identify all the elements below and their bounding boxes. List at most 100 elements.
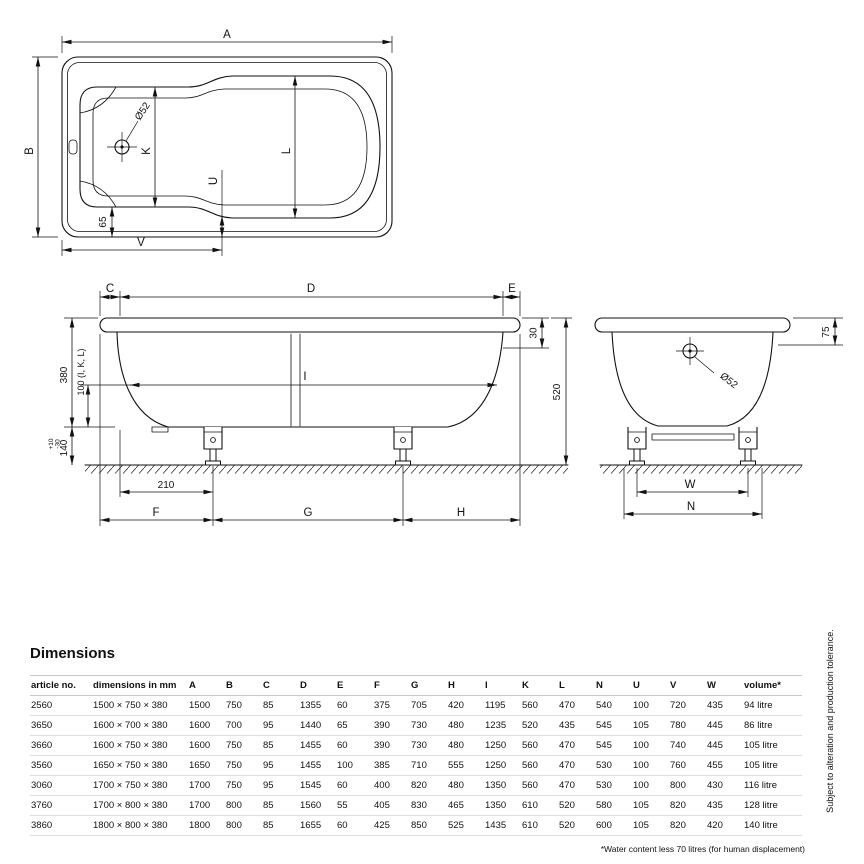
ground-hatch [85, 465, 568, 474]
table-cell: 420 [447, 695, 484, 716]
table-cell: 530 [595, 755, 632, 776]
ground-hatch-end [600, 465, 802, 474]
table-cell: 420 [706, 815, 743, 836]
table-cell: 105 litre [743, 755, 802, 776]
table-cell: 100 [336, 755, 373, 776]
table-cell: 560 [521, 695, 558, 716]
table-cell: 430 [706, 775, 743, 796]
table-cell: 375 [373, 695, 410, 716]
table-cell: 400 [373, 775, 410, 796]
tolerance-note: Subject to alteration and production tol… [825, 629, 835, 813]
table-cell: 60 [336, 815, 373, 836]
column-header-f: F [373, 675, 410, 696]
table-cell: 405 [373, 795, 410, 816]
table-cell: 465 [447, 795, 484, 816]
table-cell: 1350 [484, 795, 521, 816]
table-cell: 1700 × 800 × 380 [92, 795, 188, 816]
table-cell: 1500 [188, 695, 225, 716]
corner-scallop-top [79, 86, 117, 114]
tub-outer-outline [61, 56, 393, 238]
tolerance-minus-label: -30 [55, 439, 62, 449]
dim-d-label: D [307, 283, 315, 295]
table-cell: 55 [336, 795, 373, 816]
column-header-k: K [521, 675, 558, 696]
tub-body-profile [116, 331, 504, 428]
waste-outlet [151, 426, 169, 433]
table-cell: 750 [225, 775, 262, 796]
table-cell: 730 [410, 715, 447, 736]
table-cell: 1355 [299, 695, 336, 716]
table-cell: 3060 [30, 775, 92, 796]
column-header-n: N [595, 675, 632, 696]
table-cell: 1655 [299, 815, 336, 836]
table-cell: 435 [706, 795, 743, 816]
table-cell: 1195 [484, 695, 521, 716]
table-cell: 1600 [188, 735, 225, 756]
table-cell: 85 [262, 815, 299, 836]
table-cell: 1600 [188, 715, 225, 736]
table-cell: 600 [595, 815, 632, 836]
table-cell: 1700 [188, 775, 225, 796]
table-cell: 100 [632, 775, 669, 796]
table-cell: 610 [521, 815, 558, 836]
dim-520-label: 520 [552, 383, 563, 400]
table-cell: 445 [706, 735, 743, 756]
overflow-hole [68, 139, 78, 155]
table-cell: 435 [706, 695, 743, 716]
table-cell: 1600 × 700 × 380 [92, 715, 188, 736]
tolerance-plus-label: +10 [48, 438, 55, 449]
table-cell: 820 [410, 775, 447, 796]
tub-body-profile-end [611, 331, 774, 427]
table-cell: 545 [595, 735, 632, 756]
table-cell: 1350 [484, 775, 521, 796]
table-cell: 60 [336, 735, 373, 756]
drain-diameter-label: Ø52 [133, 100, 153, 122]
table-cell: 545 [595, 715, 632, 736]
table-cell: 850 [410, 815, 447, 836]
column-header-e: E [336, 675, 373, 696]
dim-k-label: K [141, 147, 153, 155]
drain-leader-line [125, 120, 139, 142]
tub-floor-outline [92, 88, 368, 206]
dim-e-label: E [508, 283, 516, 295]
table-cell: 60 [336, 695, 373, 716]
table-cell: 800 [225, 795, 262, 816]
dim-c-label: C [106, 283, 114, 295]
table-cell: 3860 [30, 815, 92, 836]
table-cell: 560 [521, 775, 558, 796]
tub-basin-outline [79, 75, 381, 219]
table-cell: 740 [669, 735, 706, 756]
table-cell: 86 litre [743, 715, 802, 736]
dim-380-label: 380 [59, 366, 70, 383]
table-cell: 435 [558, 715, 595, 736]
table-cell: 1500 × 750 × 380 [92, 695, 188, 716]
table-cell: 128 litre [743, 795, 802, 816]
table-cell: 1700 × 750 × 380 [92, 775, 188, 796]
dim-w-label: W [685, 479, 696, 491]
table-cell: 140 litre [743, 815, 802, 836]
table-cell: 520 [521, 715, 558, 736]
column-header-i: I [484, 675, 521, 696]
tub-rim-outline [67, 62, 387, 232]
table-cell: 480 [447, 775, 484, 796]
table-cell: 820 [669, 815, 706, 836]
dim-u-label: U [208, 177, 220, 185]
tub-foot [738, 426, 758, 466]
column-header-b: B [225, 675, 262, 696]
table-cell: 1250 [484, 755, 521, 776]
table-cell: 1600 × 750 × 380 [92, 735, 188, 756]
tub-foot [627, 426, 647, 466]
table-cell: 85 [262, 735, 299, 756]
table-cell: 1545 [299, 775, 336, 796]
table-cell: 520 [558, 795, 595, 816]
dim-v-label: V [137, 237, 145, 249]
rim-profile-end [594, 317, 791, 333]
table-cell: 455 [706, 755, 743, 776]
table-cell: 750 [225, 695, 262, 716]
column-header-d: D [299, 675, 336, 696]
table-cell: 1700 [188, 795, 225, 816]
table-cell: 105 [632, 795, 669, 816]
table-cell: 105 [632, 715, 669, 736]
